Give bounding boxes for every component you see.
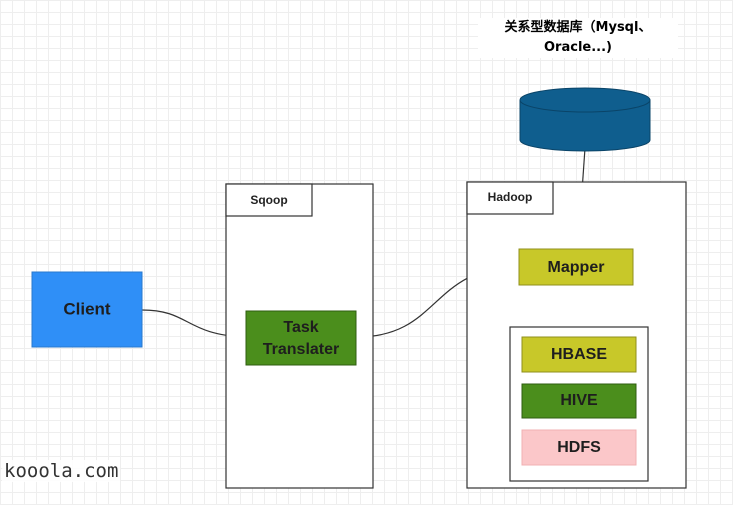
database-label-line2: Oracle...) (544, 40, 612, 55)
hive-label: HIVE (560, 392, 598, 409)
hbase-node[interactable]: HBASE (521, 336, 637, 373)
mapper-label: Mapper (548, 259, 605, 276)
hdfs-label: HDFS (557, 439, 601, 456)
hdfs-node[interactable]: HDFS (521, 429, 637, 466)
database-cylinder-icon[interactable] (519, 87, 651, 152)
mapper-node[interactable]: Mapper (518, 248, 634, 286)
sqoop-title-tab (225, 183, 313, 217)
database-label: 关系型数据库（Mysql、 Oracle...) (478, 18, 678, 58)
database-label-line1: 关系型数据库（Mysql、 (504, 20, 652, 35)
watermark: kooola.com (2, 460, 121, 482)
hbase-label: HBASE (551, 346, 607, 363)
hadoop-title-tab (466, 181, 554, 215)
client-node[interactable]: Client (31, 271, 143, 348)
sqoop-title: Sqoop (250, 193, 287, 207)
task-label-line2: Translater (263, 341, 339, 358)
client-label: Client (63, 299, 111, 318)
task-label-line1: Task (283, 319, 318, 336)
task-translater-node[interactable]: Task Translater (245, 310, 357, 366)
hive-node[interactable]: HIVE (521, 383, 637, 419)
hadoop-title: Hadoop (488, 190, 533, 204)
